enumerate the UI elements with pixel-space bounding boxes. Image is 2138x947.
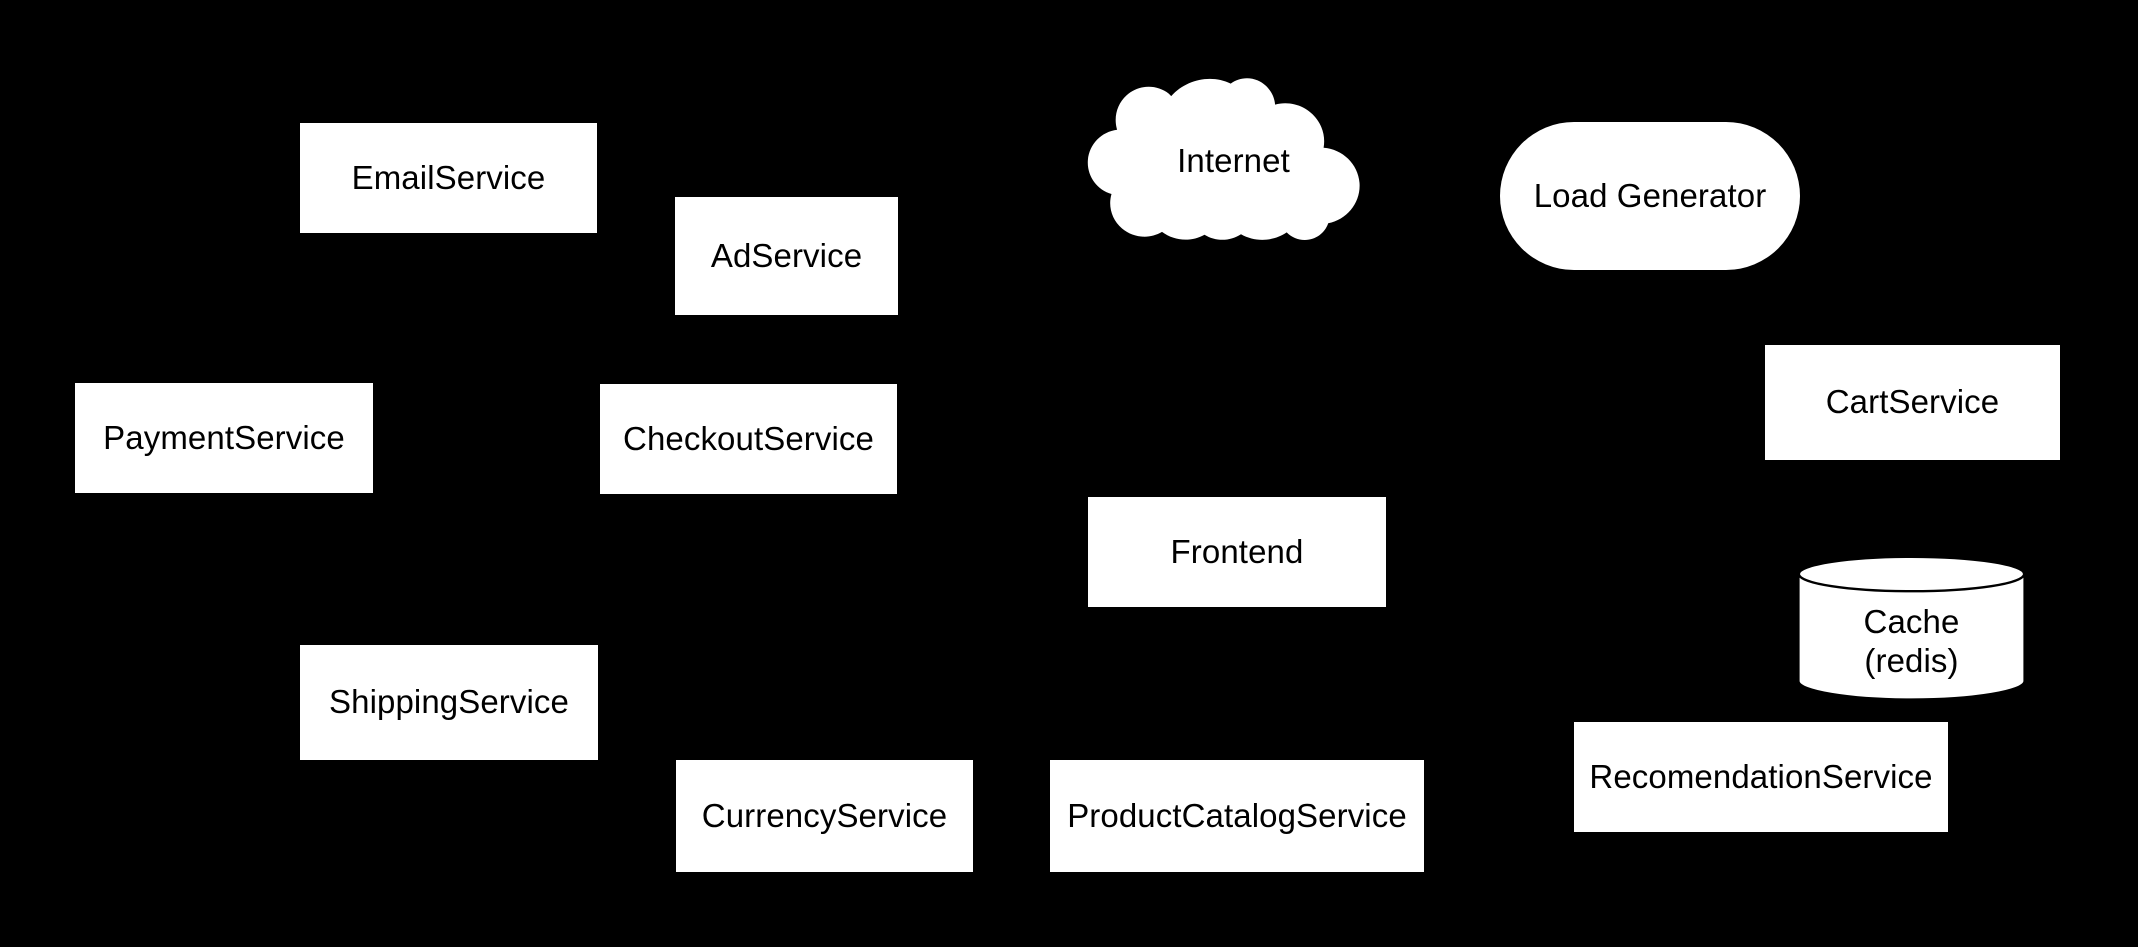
node-label-load-generator: Load Generator [1533, 176, 1767, 214]
node-load-generator[interactable]: Load Generator [1500, 122, 1800, 270]
node-label-product-catalog-service: ProductCatalogService [1067, 796, 1407, 834]
node-internet[interactable]: Internet [1087, 78, 1380, 240]
node-ad-service[interactable]: AdService [675, 197, 898, 315]
node-checkout-service[interactable]: CheckoutService [600, 384, 897, 494]
node-label-payment-service: PaymentService [103, 418, 345, 456]
node-payment-service[interactable]: PaymentService [75, 383, 373, 493]
node-shipping-service[interactable]: ShippingService [300, 645, 598, 760]
node-recomendation-service[interactable]: RecomendationService [1574, 722, 1948, 832]
node-label-frontend: Frontend [1170, 532, 1304, 570]
node-product-catalog-service[interactable]: ProductCatalogService [1050, 760, 1424, 872]
node-label-email-service: EmailService [351, 158, 546, 196]
node-label-cache-redis: Cache (redis) [1863, 602, 1960, 679]
node-label-internet: Internet [1177, 141, 1290, 179]
node-frontend[interactable]: Frontend [1088, 497, 1386, 607]
node-label-checkout-service: CheckoutService [623, 419, 874, 457]
node-label-ad-service: AdService [710, 236, 863, 274]
node-email-service[interactable]: EmailService [300, 123, 597, 233]
node-label-shipping-service: ShippingService [329, 683, 569, 721]
node-cart-service[interactable]: CartService [1765, 345, 2060, 460]
node-label-cart-service: CartService [1825, 383, 2000, 421]
node-cache-redis[interactable]: Cache (redis) [1798, 555, 2025, 700]
node-label-recomendation-service: RecomendationService [1589, 757, 1933, 795]
node-currency-service[interactable]: CurrencyService [676, 760, 973, 872]
node-label-currency-service: CurrencyService [701, 796, 948, 834]
